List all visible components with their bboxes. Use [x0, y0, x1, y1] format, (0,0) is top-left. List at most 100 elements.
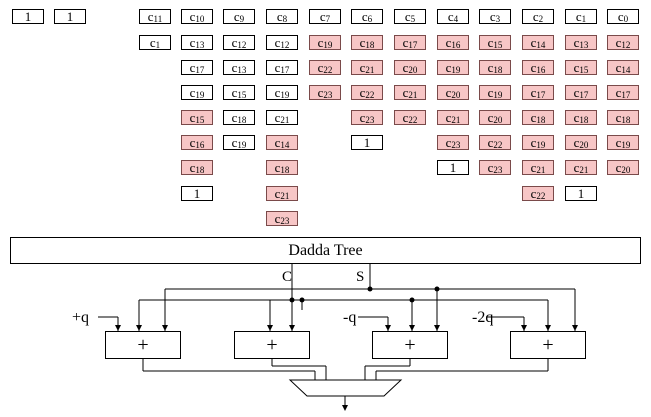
- dadda-tree-label: Dadda Tree: [288, 241, 363, 259]
- adder-block: +: [372, 331, 448, 359]
- input-arrow: [521, 325, 527, 331]
- junction-dot: [367, 286, 373, 292]
- input-arrow: [115, 325, 121, 331]
- output-multiplexer: [288, 379, 403, 397]
- mux-output-arrow: [342, 405, 348, 411]
- carry-label: C: [282, 269, 292, 285]
- carry-arrow: [267, 325, 273, 331]
- sum-arrow: [289, 325, 295, 331]
- constant-one-cell: 1: [351, 135, 383, 150]
- constant-one-cell: 1: [181, 186, 213, 201]
- sum-arrow: [162, 325, 168, 331]
- constant-one-cell: 1: [54, 9, 86, 24]
- adder-block: +: [234, 331, 310, 359]
- constant-one-cell: 1: [12, 9, 44, 24]
- input-arrow: [385, 325, 391, 331]
- adder-block: +: [105, 331, 181, 359]
- sum-arrow: [434, 325, 440, 331]
- carry-arrow: [409, 325, 415, 331]
- adder-input-label: -2q: [472, 309, 493, 326]
- adder-block: +: [510, 331, 586, 359]
- adder-input-label: +q: [72, 309, 89, 326]
- constant-one-cell: 1: [565, 186, 597, 201]
- carry-arrow: [136, 325, 142, 331]
- constant-one-cell: 1: [437, 160, 469, 175]
- adder-input-label: -q: [343, 309, 356, 326]
- dadda-tree-block: Dadda Tree: [10, 237, 641, 264]
- sum-arrow: [572, 325, 578, 331]
- sum-label: S: [356, 269, 364, 285]
